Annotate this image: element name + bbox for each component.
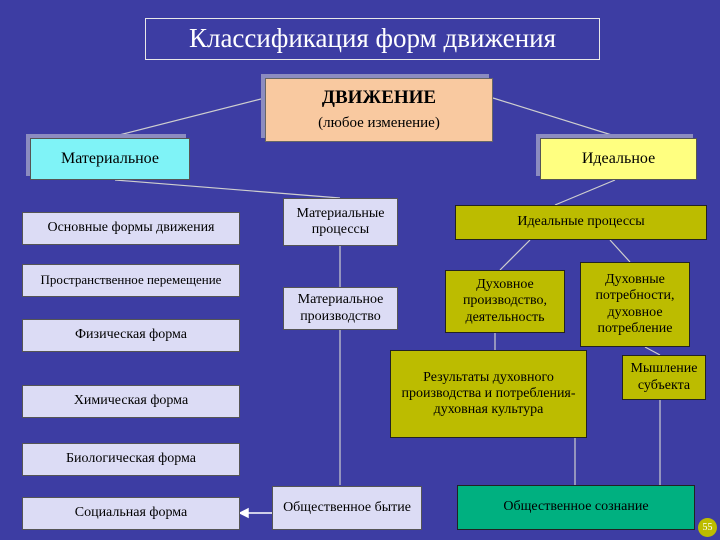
physical-form-box: Физическая форма (22, 319, 240, 352)
social-consciousness-box: Общественное сознание (457, 485, 695, 530)
page-title: Классификация форм движения (145, 18, 600, 60)
social-form-box: Социальная форма (22, 497, 240, 530)
material-node: Материальное (30, 138, 190, 180)
page-number: 55 (698, 518, 717, 537)
chemical-form-box: Химическая форма (22, 385, 240, 418)
ideal-node: Идеальное (540, 138, 697, 180)
material-processes-box: Материальные процессы (283, 198, 398, 246)
subject-thinking-box: Мышление субъекта (622, 355, 706, 400)
material-production-box: Материальное производство (283, 287, 398, 330)
spiritual-needs-box: Духовные потребности, духовное потреблен… (580, 262, 690, 347)
social-being-box: Общественное бытие (272, 486, 422, 530)
biological-form-box: Биологическая форма (22, 443, 240, 476)
ideal-processes-box: Идеальные процессы (455, 205, 707, 240)
basic-forms-box: Основные формы движения (22, 212, 240, 245)
spiritual-production-box: Духовное производство, деятельность (445, 270, 565, 333)
root-node-subtitle: (любое изменение) (318, 115, 440, 132)
spiritual-culture-box: Результаты духовного производства и потр… (390, 350, 587, 438)
root-node-movement: ДВИЖЕНИЕ (любое изменение) (265, 78, 493, 142)
root-node-title: ДВИЖЕНИЕ (321, 87, 437, 109)
spatial-movement-box: Пространственное перемещение (22, 264, 240, 297)
